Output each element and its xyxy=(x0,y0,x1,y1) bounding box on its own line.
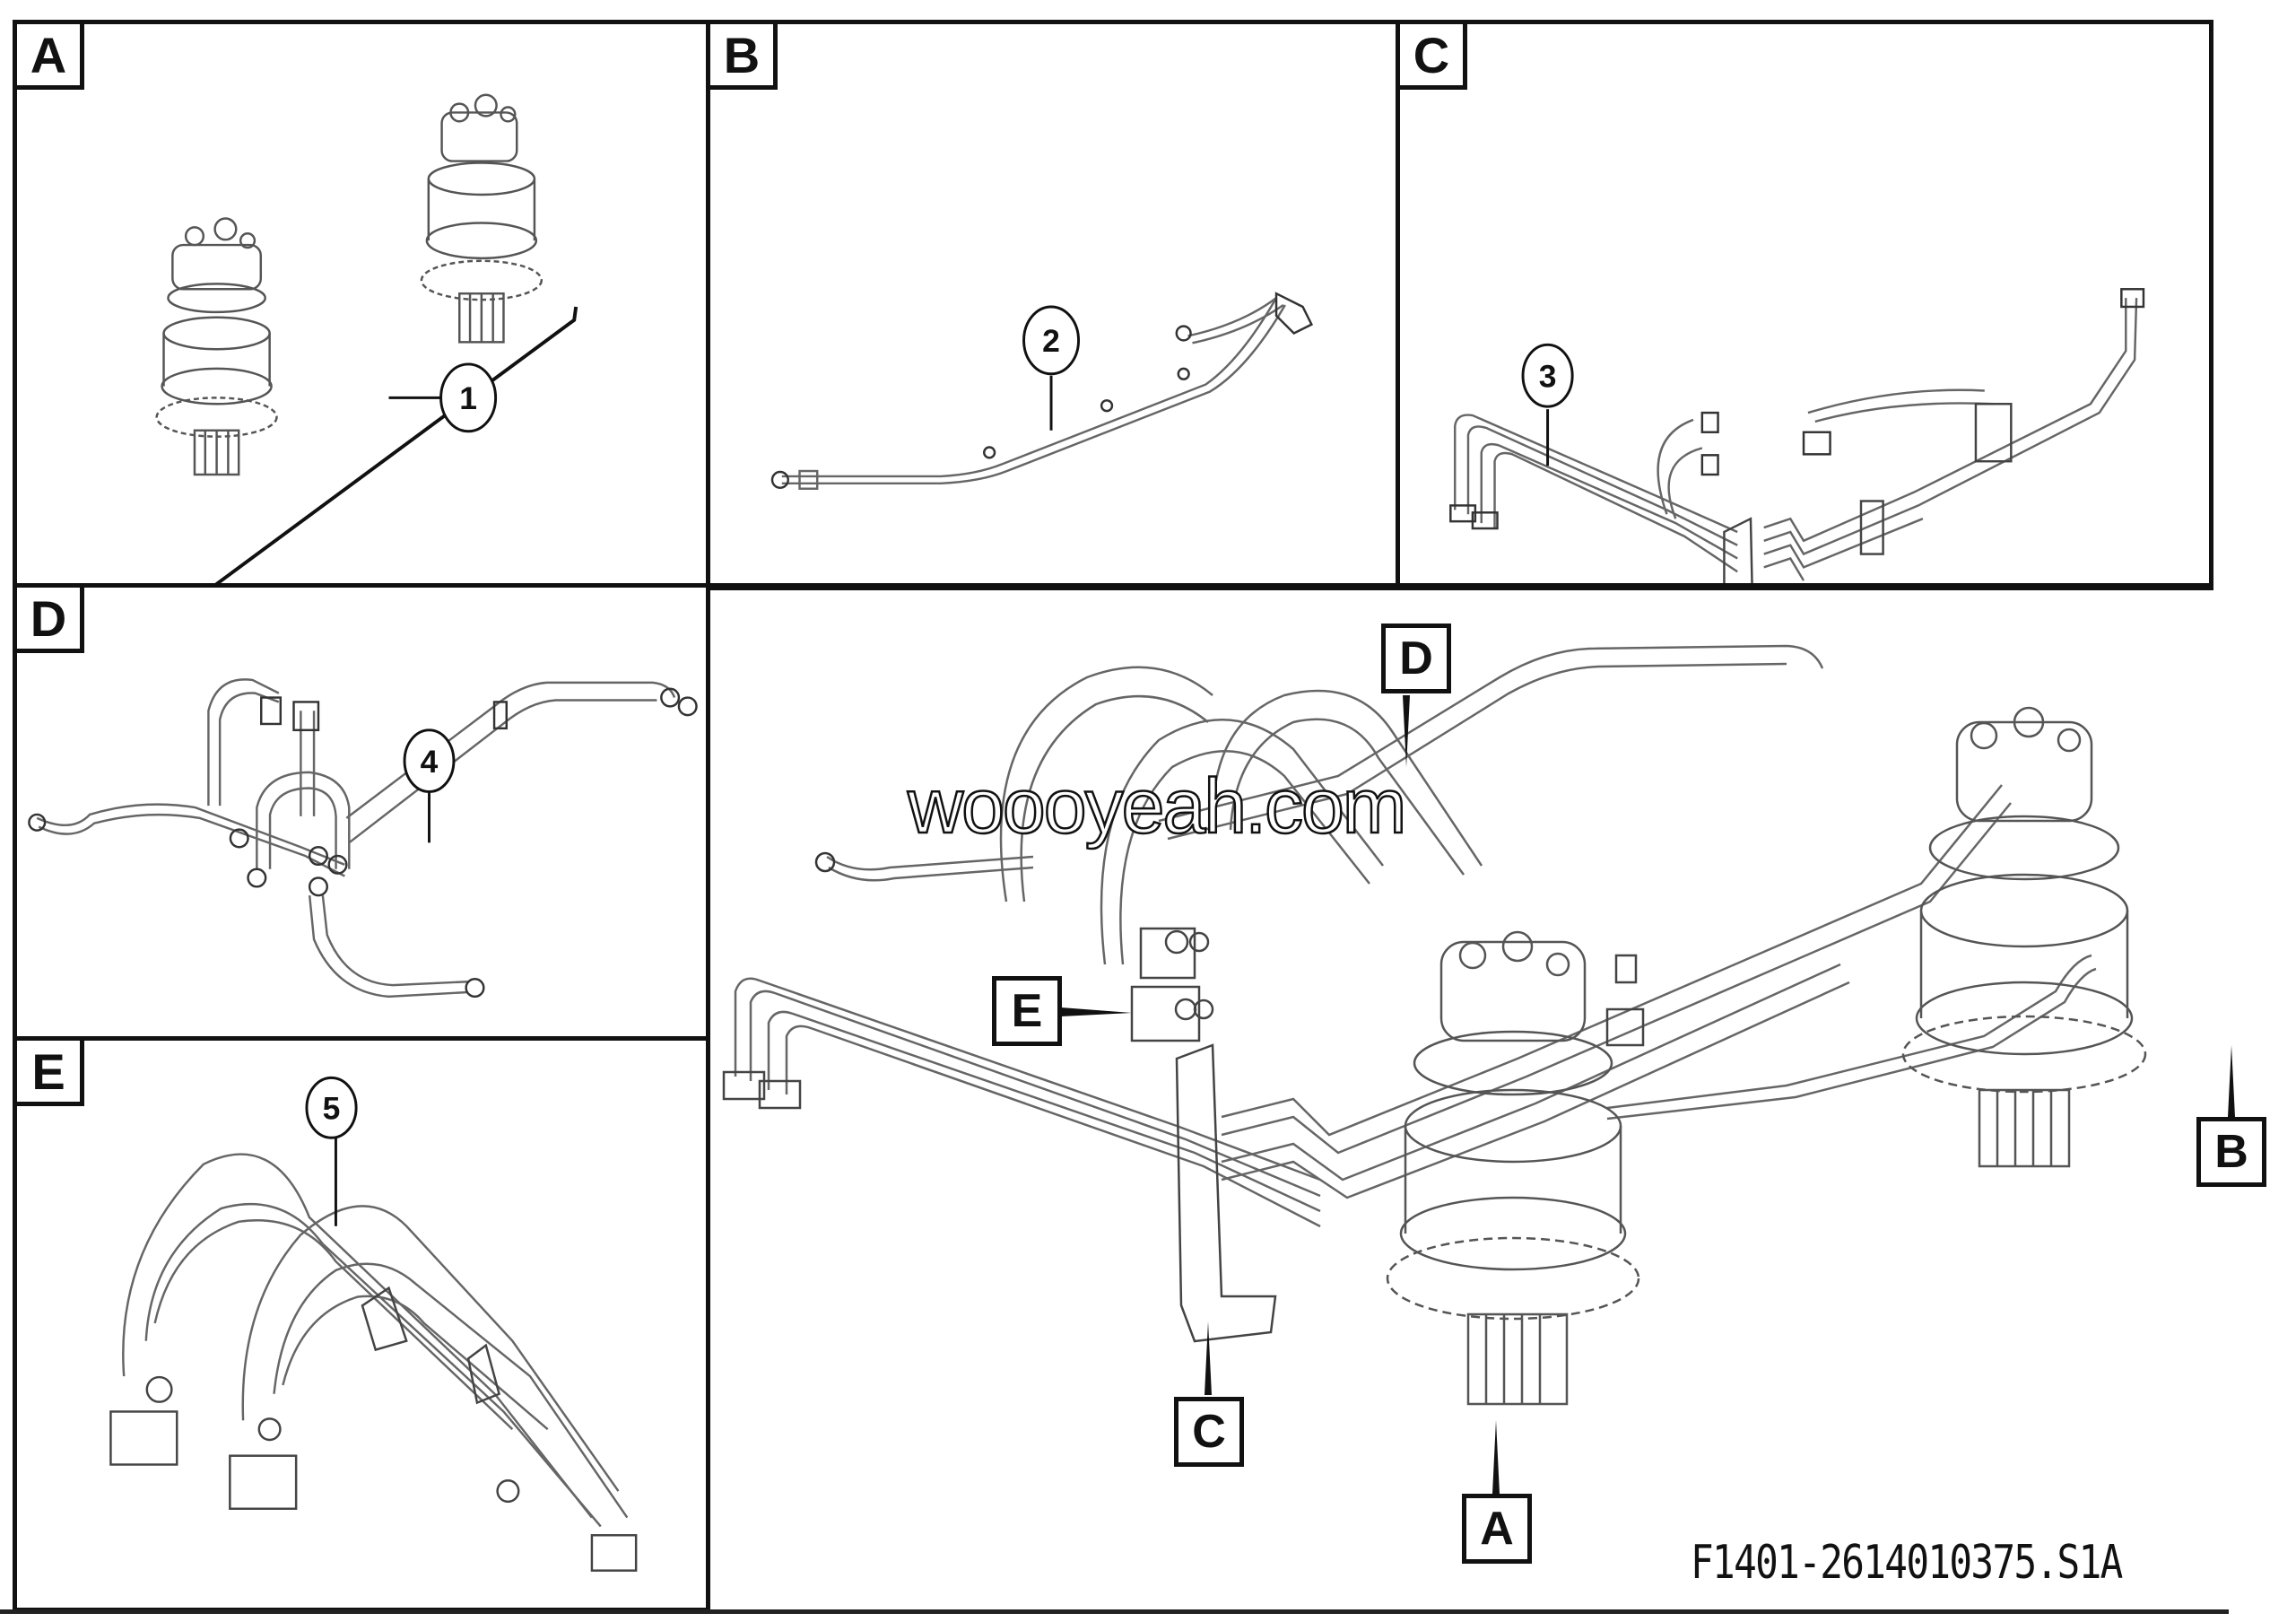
panel-label-b: B xyxy=(706,20,778,90)
bottom-rule xyxy=(0,1609,2229,1614)
panel-d: D 4 xyxy=(13,583,710,1041)
panel-a-drawing: 1 xyxy=(155,93,578,586)
panel-label-d: D xyxy=(13,583,84,653)
item-number-5: 5 xyxy=(323,1091,341,1127)
panel-label-e: E xyxy=(13,1036,84,1106)
callout-arrow-a xyxy=(1492,1420,1500,1494)
tube-bundle-3 xyxy=(1449,288,2145,586)
tube-bundle xyxy=(734,977,1321,1182)
panel-c: C 3 xyxy=(1396,20,2213,590)
panel-b-drawing: 2 xyxy=(770,292,1314,490)
hose-line-1 xyxy=(211,306,578,586)
panel-d-drawing: 4 xyxy=(28,678,698,998)
callout-b: B xyxy=(2196,1117,2266,1187)
watermark: woooyeah.com xyxy=(907,763,1408,851)
drawing-number: F1401-2614010375.S1A xyxy=(1691,1536,2123,1590)
item-bubble-1 xyxy=(439,362,498,433)
travel-motor-left xyxy=(155,217,278,476)
callout-arrow-c xyxy=(1205,1321,1212,1395)
travel-motor-center xyxy=(1386,930,1640,1406)
panel-c-drawing: 3 xyxy=(1449,288,2145,586)
travel-motor-right xyxy=(1901,706,2147,1168)
callout-arrow-b xyxy=(2228,1045,2235,1117)
callout-arrow-e xyxy=(1061,1007,1132,1016)
panel-e-drawing: 5 xyxy=(109,1076,638,1572)
mounting-bracket xyxy=(1175,1043,1277,1343)
item-bubble-5 xyxy=(305,1076,358,1139)
item-number-2: 2 xyxy=(1042,323,1060,359)
panel-a: A 1 xyxy=(13,20,710,590)
callout-arrow-d xyxy=(1403,695,1410,767)
hose-assembly-2 xyxy=(770,292,1314,490)
item-number-1: 1 xyxy=(459,380,477,416)
hose-group-4 xyxy=(28,678,698,998)
travel-motor-right xyxy=(420,93,544,344)
panel-label-a: A xyxy=(13,20,84,90)
callout-e: E xyxy=(992,976,1062,1046)
panel-b: B 2 xyxy=(706,20,1400,590)
callout-c: C xyxy=(1174,1397,1244,1467)
item-number-4: 4 xyxy=(421,745,439,780)
valve-blocks xyxy=(1130,927,1645,1047)
main-assembly-drawing xyxy=(722,644,2235,1494)
main-view-top-border xyxy=(706,583,2213,588)
panel-label-c: C xyxy=(1396,20,1467,90)
panel-e: E 5 xyxy=(13,1036,710,1612)
item-number-3: 3 xyxy=(1539,359,1557,395)
item-bubble-3 xyxy=(1521,343,1574,408)
arched-hoses-5 xyxy=(109,1153,638,1572)
callout-a: A xyxy=(1462,1494,1532,1564)
callout-d: D xyxy=(1381,624,1451,693)
item-bubble-2 xyxy=(1022,305,1081,376)
item-bubble-4 xyxy=(403,728,456,793)
